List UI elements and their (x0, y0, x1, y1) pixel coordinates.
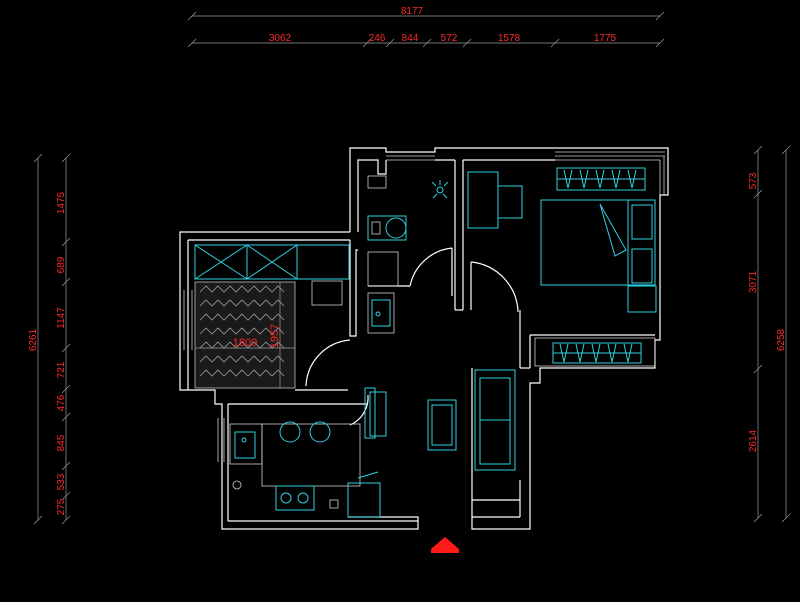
living-room-furniture (364, 369, 516, 471)
left-room-furniture: 1800 1957 (194, 244, 350, 389)
entry-arrow-icon (431, 537, 459, 553)
dim-left-seg-2: 689 (56, 256, 67, 273)
wardrobe-bottom (534, 337, 656, 367)
room-depth-label: 1957 (269, 324, 281, 348)
dim-right-seg-1: 573 (748, 172, 759, 189)
exterior-walls (179, 147, 669, 530)
dim-top-seg-3: 844 (402, 33, 419, 44)
dim-left-seg-3: 1147 (56, 307, 67, 329)
dim-left-seg-8: 275 (56, 498, 67, 515)
kitchen-furniture (229, 421, 381, 518)
dim-top-seg-2: 246 (369, 33, 386, 44)
bathroom-fixtures (367, 175, 449, 334)
dim-top-seg-6: 1775 (594, 33, 617, 44)
dim-left-seg-7: 533 (56, 473, 67, 490)
wardrobe-top (556, 167, 646, 191)
left-dimension-lines: 6261 1475 689 1147 721 476 845 533 275 (28, 153, 71, 525)
doors (305, 247, 519, 426)
dim-right-seg-3: 2614 (748, 429, 759, 452)
shower-head-icon (431, 180, 449, 199)
dim-top-seg-1: 3062 (269, 33, 292, 44)
dim-top-seg-5: 1578 (498, 33, 521, 44)
dim-right-total: 6258 (776, 328, 787, 351)
dim-top-seg-4: 572 (441, 33, 458, 44)
dim-right-seg-2: 3071 (748, 270, 759, 293)
windows (183, 151, 665, 462)
dim-left-seg-6: 845 (56, 434, 67, 451)
dim-left-seg-1: 1475 (56, 191, 67, 214)
dim-top-total: 8177 (401, 6, 424, 17)
room-width-label: 1800 (233, 337, 257, 349)
dim-left-seg-4: 721 (56, 361, 67, 378)
dim-left-seg-5: 476 (56, 394, 67, 411)
interior-walls (368, 159, 655, 518)
top-dimension-lines: 8177 3062 246 844 572 1578 1775 (187, 6, 665, 48)
right-dimension-lines: 573 3071 2614 6258 (748, 145, 791, 523)
master-bedroom-furniture (467, 167, 657, 367)
dim-left-total: 6261 (28, 328, 39, 351)
